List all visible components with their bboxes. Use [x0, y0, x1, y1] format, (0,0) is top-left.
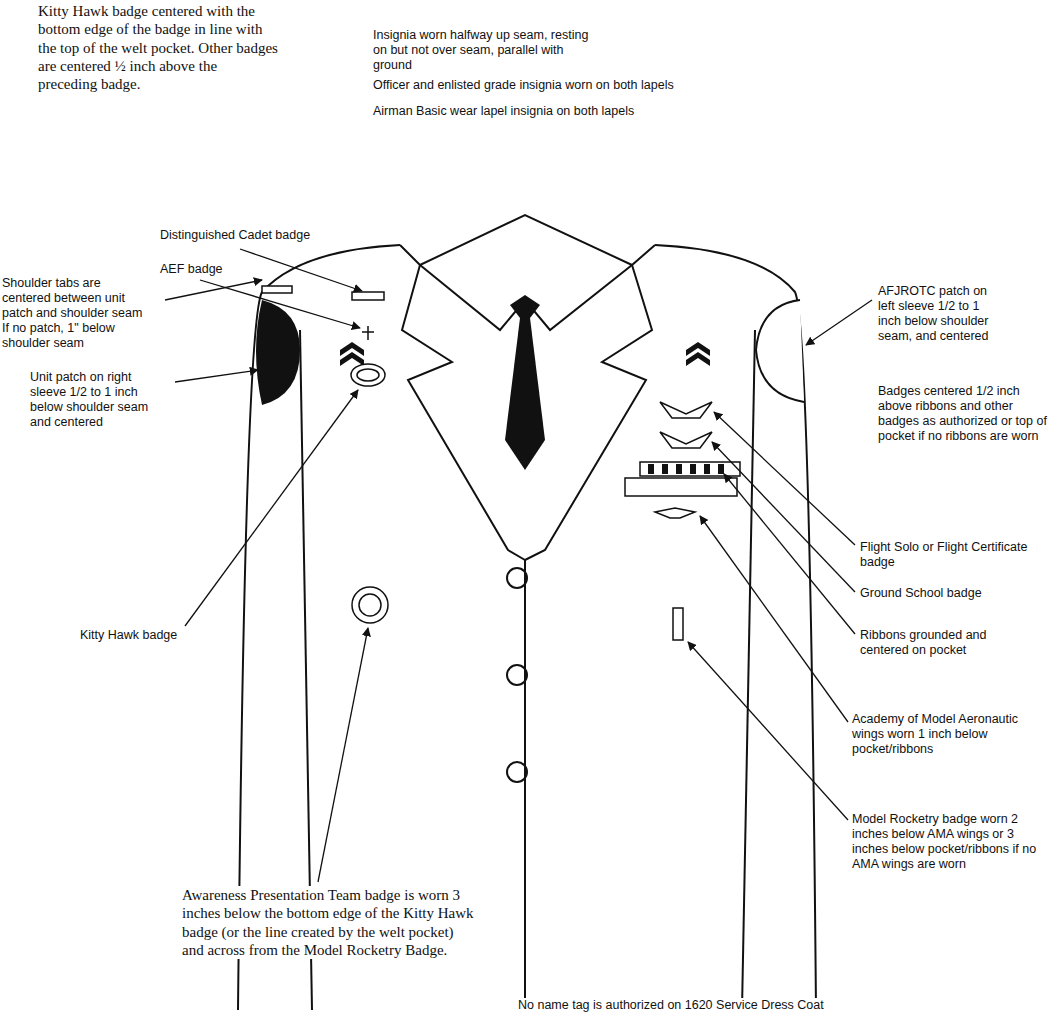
leader-line	[165, 280, 262, 300]
leader-line	[688, 642, 848, 820]
aef-badge	[362, 326, 374, 340]
kitty-hawk-badge	[351, 364, 385, 386]
callout-label: Ground School badge	[860, 586, 1040, 601]
grade-insignia	[340, 342, 710, 366]
leader-line	[185, 390, 358, 626]
right-lapel	[525, 265, 652, 560]
callout-label: Ribbons grounded and centered on pocket	[860, 628, 1025, 658]
callout-label: Unit patch on right sleeve 1/2 to 1 inch…	[30, 370, 170, 430]
callout-label: Flight Solo or Flight Certificate badge	[860, 540, 1040, 570]
leader-line	[700, 516, 848, 722]
callout-label: AEF badge	[160, 262, 260, 277]
ground-school-badge	[660, 432, 712, 448]
right-sleeve-outer	[655, 245, 816, 1010]
pocket-flap	[625, 478, 737, 496]
leader-line	[806, 300, 872, 345]
callout-label: Kitty Hawk badge	[80, 628, 220, 643]
callout-label: Distinguished Cadet badge	[160, 228, 340, 243]
left-badges	[351, 292, 388, 623]
callout-label: AFJROTC patch on left sleeve 1/2 to 1 in…	[878, 284, 996, 344]
note-text: Officer and enlisted grade insignia worn…	[373, 78, 703, 93]
callout-label: Shoulder tabs are centered between unit …	[2, 276, 152, 351]
ribbon-rack	[640, 462, 740, 476]
right-sleeve-seam	[742, 330, 755, 1010]
ama-wings	[655, 508, 695, 518]
flight-badge	[660, 402, 712, 418]
shoulder-tab	[262, 286, 292, 293]
right-badges	[625, 402, 740, 640]
note-text: Airman Basic wear lapel insignia on both…	[373, 104, 703, 119]
leader-line	[714, 412, 855, 545]
note-text: Insignia worn halfway up seam, resting o…	[373, 28, 598, 73]
apt-badge	[352, 587, 388, 623]
left-lapel	[402, 265, 525, 560]
leader-line	[712, 442, 855, 592]
leader-lines	[165, 249, 872, 882]
kitty-hawk-badge-inner	[357, 369, 379, 381]
button	[507, 568, 527, 588]
model-rocketry-badge	[673, 608, 683, 640]
leader-line	[724, 474, 855, 634]
button	[507, 665, 527, 685]
note-text: Kitty Hawk badge centered with the botto…	[38, 2, 278, 93]
note-text: Badges centered 1/2 inch above ribbons a…	[878, 384, 1050, 444]
ribbon-stripes	[648, 464, 724, 474]
distinguished-cadet-badge	[352, 292, 384, 300]
leader-line	[318, 628, 368, 882]
callout-label: Academy of Model Aeronautic wings worn 1…	[852, 712, 1042, 757]
shirt-collar	[400, 215, 655, 265]
tie	[505, 295, 545, 470]
front-edge	[524, 560, 526, 1010]
note-text: Awareness Presentation Team badge is wor…	[182, 886, 477, 959]
apt-badge-inner	[359, 594, 381, 616]
callout-label: Model Rocketry badge worn 2 inches below…	[852, 812, 1050, 872]
leader-line	[175, 370, 258, 382]
note-text: No name tag is authorized on 1620 Servic…	[518, 998, 898, 1013]
afjrotc-patch	[756, 300, 804, 402]
button	[507, 762, 527, 782]
